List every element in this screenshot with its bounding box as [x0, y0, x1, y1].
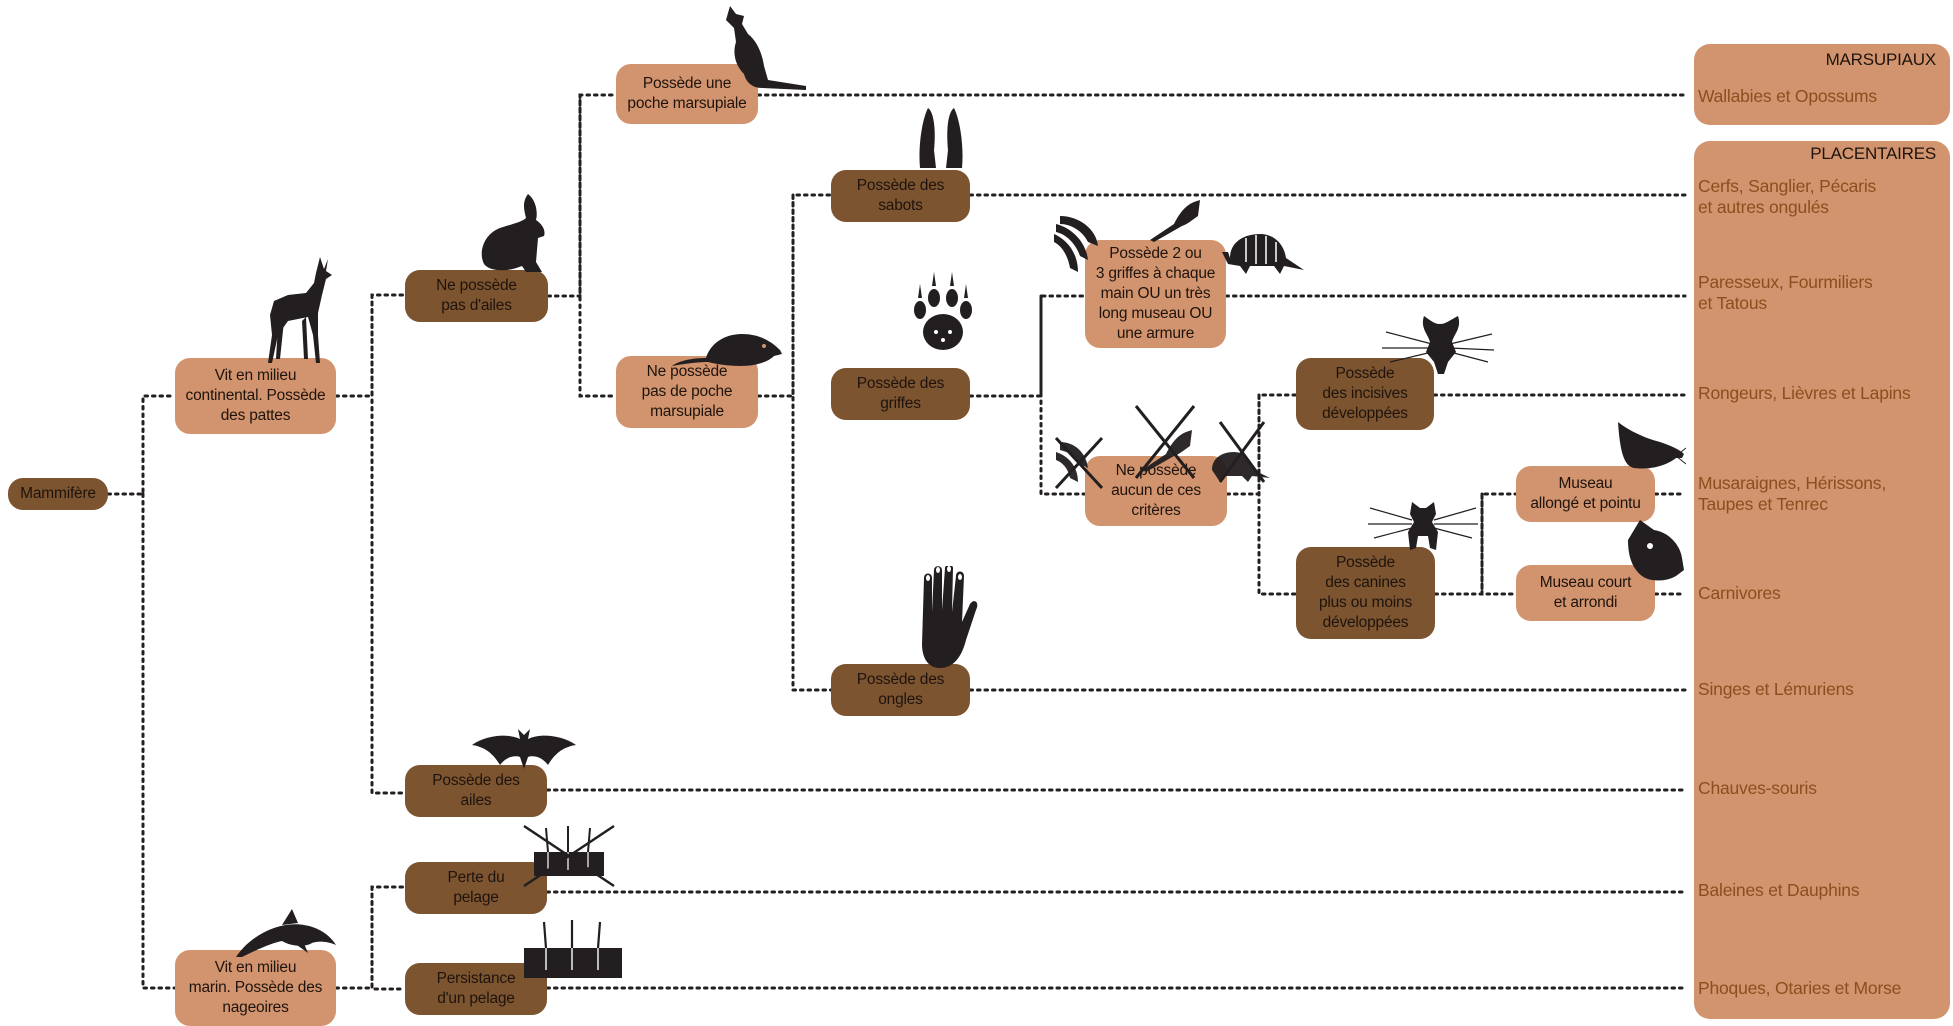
group-cerfs: Cerfs, Sanglier, Pécaris et autres ongul…: [1698, 176, 1877, 217]
node-marin: Vit en milieu marin. Possède des nageoir…: [175, 950, 336, 1026]
node-hooves: Possède des sabots: [831, 170, 970, 222]
panel-title-marsupiaux: MARSUPIAUX: [1825, 50, 1937, 69]
bat-icon: [472, 729, 576, 769]
kangaroo-icon: [726, 6, 806, 90]
sloth-claw-icon: [1054, 216, 1098, 272]
node-pouch: Possède une poche marsupiale: [616, 64, 758, 124]
cat-head-icon: [1628, 520, 1684, 581]
group-musaraignes: Musaraignes, Hérissons, Taupes et Tenrec: [1698, 473, 1886, 514]
node-nails: Possède des ongles: [831, 664, 970, 716]
panel-marsupiaux: MARSUPIAUX: [1694, 44, 1950, 125]
panel-title-placentaires: PLACENTAIRES: [1810, 144, 1936, 163]
group-phoques: Phoques, Otaries et Morse: [1698, 978, 1902, 998]
node-long-snout: Museau allongé et pointu: [1516, 466, 1655, 522]
no-fur-skin-icon: [523, 824, 615, 888]
dolphin-icon: [236, 909, 336, 957]
rat-icon: [672, 334, 782, 366]
group-paresseux: Paresseux, Fourmiliers et Tatous: [1698, 272, 1873, 313]
node-continental: Vit en milieu continental. Possède des p…: [175, 358, 336, 434]
hand-icon: [922, 566, 978, 668]
group-baleines: Baleines et Dauphins: [1698, 880, 1860, 900]
node-fur-loss: Perte du pelage: [405, 862, 547, 914]
node-mammifere: Mammifère: [8, 478, 108, 510]
group-chauves: Chauves-souris: [1698, 778, 1817, 798]
node-incisors: Possède des incisives développées: [1296, 358, 1434, 430]
node-fur-keep: Persistance d'un pelage: [405, 963, 547, 1015]
node-xenarthra: Possède 2 ou 3 griffes à chaque main OU …: [1085, 240, 1226, 348]
panel-placentaires: PLACENTAIRES: [1694, 141, 1950, 1019]
node-wings: Possède des ailes: [405, 765, 547, 817]
group-rongeurs: Rongeurs, Lièvres et Lapins: [1698, 383, 1911, 403]
node-no-wings: Ne possède pas d'ailes: [405, 270, 548, 322]
node-none-criteria: Ne possède aucun de ces critères: [1085, 456, 1227, 526]
anteater-icon: [1150, 200, 1200, 242]
carnivore-skull-icon: [1368, 502, 1478, 550]
claw-paw-icon: [914, 272, 972, 350]
node-short-snout: Museau court et arrondi: [1516, 565, 1655, 621]
group-wallabies: Wallabies et Opossums: [1698, 86, 1877, 106]
armadillo-icon: [1222, 234, 1304, 274]
rabbit-icon: [481, 194, 545, 272]
crossed-criteria-icon: [1054, 405, 1270, 490]
node-claws: Possède des griffes: [831, 368, 970, 420]
deer-icon: [268, 257, 332, 363]
node-canines: Possède des canines plus ou moins dévelo…: [1296, 547, 1435, 639]
hoof-icon: [919, 108, 963, 168]
fur-skin-icon: [524, 920, 622, 978]
group-singes: Singes et Lémuriens: [1698, 679, 1854, 699]
node-no-pouch: Ne possède pas de poche marsupiale: [616, 356, 758, 428]
rodent-head-icon: [1382, 316, 1495, 374]
group-carnivores: Carnivores: [1698, 583, 1781, 603]
mole-head-icon: [1618, 422, 1686, 469]
